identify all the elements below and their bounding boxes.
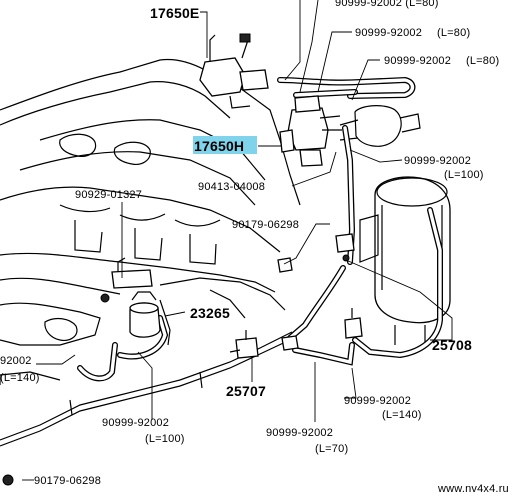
- watermark: www.nv4x4.ru: [437, 483, 509, 495]
- label-hose-80-a[interactable]: 90999-92002: [355, 27, 422, 39]
- vacuum-hoses: [77, 76, 443, 382]
- label-17650h[interactable]: 17650H: [194, 138, 244, 154]
- label-hose-70-len: (L=70): [315, 443, 348, 455]
- vsv-17650e-drawing: [199, 33, 269, 109]
- label-hose-70[interactable]: 90999-92002: [266, 427, 333, 439]
- bracket-25707-drawing: [229, 330, 299, 359]
- label-90179-a[interactable]: 90179-06298: [232, 219, 299, 231]
- label-90929[interactable]: 90929-01327: [75, 189, 142, 201]
- leader-lines: [22, 0, 453, 481]
- bolt-icon: [2, 474, 14, 486]
- intake-manifold-drawing: [0, 58, 301, 385]
- label-hose-80-a-len: (L=80): [437, 27, 470, 39]
- label-hose-80-b-len: (L=80): [466, 55, 499, 67]
- label-hose-140-r-len: (L=140): [382, 409, 422, 421]
- label-hose-100-b-len: (L=100): [145, 433, 185, 445]
- filter-23265-drawing: [129, 291, 161, 338]
- label-25707[interactable]: 25707: [226, 383, 266, 399]
- label-hose-100-b[interactable]: 90999-92002: [102, 417, 169, 429]
- label-hose-100-r[interactable]: 90999-92002: [404, 155, 471, 167]
- label-hose-100-r-len: (L=100): [444, 169, 484, 181]
- label-hose-top[interactable]: 90999-92002 (L=80): [335, 0, 439, 9]
- label-17650e[interactable]: 17650E: [150, 5, 199, 21]
- vsv-17650h-drawing: [279, 95, 342, 167]
- label-23265[interactable]: 23265: [190, 305, 230, 321]
- label-hose-140-l-len: (L=140): [0, 372, 40, 384]
- label-90413[interactable]: 90413-04008: [198, 181, 265, 193]
- part-highlight: [193, 136, 257, 154]
- label-hose-140-l[interactable]: 92002: [0, 355, 32, 367]
- label-25708[interactable]: 25708: [432, 337, 472, 353]
- label-hose-140-r[interactable]: 90999-92002: [344, 395, 411, 407]
- label-hose-80-b[interactable]: 90999-92002: [384, 55, 451, 67]
- part-labels: 17650E 90999-92002 (L=80) 90999-92002 (L…: [0, 0, 509, 495]
- label-90179-b[interactable]: 90179-06298: [34, 475, 101, 487]
- bracket-25708-drawing: [344, 308, 363, 339]
